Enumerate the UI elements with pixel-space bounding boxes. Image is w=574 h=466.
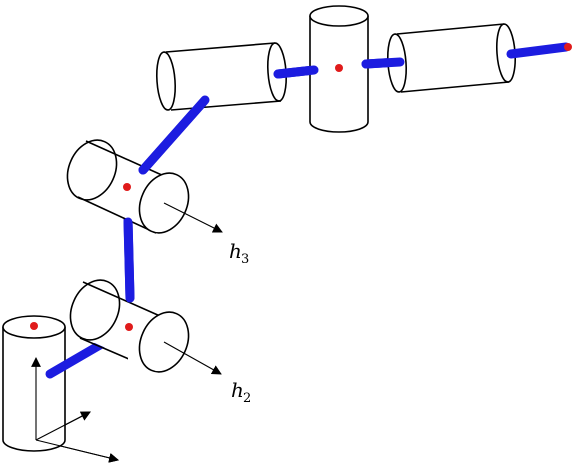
end-effector-point (564, 43, 572, 51)
joint-4-body-lines (165, 42, 282, 111)
base-cylinder (2, 315, 66, 452)
base-frame-axes-front (31, 357, 119, 463)
link-6-end-effector (506, 42, 571, 59)
link-2-front (123, 217, 135, 303)
label-h3-sub: 3 (241, 252, 249, 267)
label-h3: h 3 (229, 239, 249, 267)
link-4-front (273, 65, 319, 79)
svg-text:h: h (231, 378, 244, 402)
label-h2: h 2 (231, 378, 251, 406)
joint-2-center (125, 323, 133, 331)
base-cylinder-body (2, 327, 66, 452)
label-h3-base: h (229, 239, 242, 263)
joint-4-back-cap (155, 51, 177, 111)
joint-5-body (309, 16, 369, 133)
link-5-front (361, 57, 405, 69)
joint-2-axis-arrow (163, 341, 222, 375)
joint-3-body-lines (77, 140, 165, 234)
label-h2-base: h (231, 378, 244, 402)
joint-4-cylinder (155, 42, 288, 111)
joint-3-cylinder (66, 139, 190, 234)
joint-5-center (335, 64, 343, 72)
joint-6-cylinder (386, 23, 517, 93)
link-3-front (138, 95, 210, 175)
joint-5-top (309, 5, 369, 27)
joint-3-center (123, 183, 131, 191)
joint-6-body-lines (396, 23, 510, 93)
label-h2-sub: 2 (243, 391, 251, 406)
base-joint-center (30, 322, 38, 330)
joint-3-axis-arrow (163, 202, 223, 233)
svg-text:h: h (229, 239, 242, 263)
joint-2-cylinder (69, 279, 190, 373)
joint-5-cylinder (309, 5, 369, 133)
